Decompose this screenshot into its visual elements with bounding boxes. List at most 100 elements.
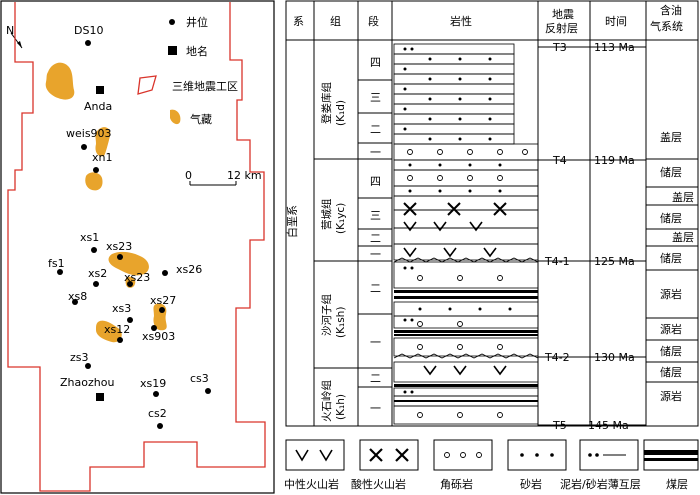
well-label: cs3: [190, 372, 209, 385]
header-reflector-1: 地震: [552, 8, 574, 21]
well-xs27: xs27: [150, 294, 176, 313]
well-label: xs19: [140, 377, 166, 390]
petroleum-label: 储层: [660, 344, 682, 358]
formation-name: 沙河子组: [320, 294, 333, 336]
legend-acid-volcanic: 酸性火山岩: [351, 477, 406, 491]
wells: DS10 weis903 xn1 xs1 fs1 xs2 xs23 xs23 x…: [48, 24, 211, 429]
well-xs3: xs3: [112, 302, 133, 323]
well-label: weis903: [66, 127, 112, 140]
well-xn1: xn1: [92, 151, 112, 173]
well-fs1: fs1: [48, 257, 65, 275]
well-xs8: xs8: [68, 290, 87, 305]
well-xs1: xs1: [80, 231, 99, 253]
reflector-name: T3: [552, 41, 567, 54]
header-lithology: 岩性: [450, 14, 472, 28]
well-DS10: DS10: [74, 24, 103, 46]
well-xs903: xs903: [142, 325, 175, 343]
reflector-labels: T3 113 Ma T4 119 Ma T4-1 125 Ma T4-2 130…: [544, 41, 635, 432]
well-label: xs26: [176, 263, 202, 276]
well-label: zs3: [70, 351, 89, 364]
sandstone-icon: [520, 453, 554, 457]
petroleum-labels: 盖层 储层 盖层 储层 盖层 储层 源岩 源岩 储层 储层 源岩: [660, 130, 694, 403]
legend-survey: 三维地震工区: [172, 80, 238, 93]
well-label: xs12: [104, 323, 130, 336]
member-label: 二: [370, 372, 381, 385]
coal-icon: [644, 450, 698, 461]
header-time: 时间: [605, 15, 627, 28]
header-reflector-2: 反射层: [545, 21, 578, 35]
header-formation: 组: [330, 14, 341, 28]
member-label: 三: [370, 209, 381, 222]
well-xs26: xs26: [162, 263, 202, 276]
reflector-name: T4: [552, 154, 567, 167]
well-xs12: xs12: [104, 323, 130, 343]
north-arrow-icon: N: [6, 24, 23, 49]
lithology-column: [393, 43, 539, 425]
member-label: 一: [370, 402, 381, 415]
reflector-name: T4-1: [544, 255, 570, 268]
member-label: 一: [370, 336, 381, 349]
formation-labels: 登娄库组 (K₁d) 营城组 (K₁yc) 沙河子组 (K₁sh) 火石岭组 (…: [320, 82, 347, 422]
system-label: 白垩系: [285, 205, 299, 238]
well-xs23-b: xs23: [124, 271, 150, 287]
well-label: xs1: [80, 231, 99, 244]
reflector-name: T5: [552, 419, 567, 432]
petroleum-label: 储层: [660, 165, 682, 179]
scale-zero: 0: [185, 169, 192, 182]
formation-code: (K₁d): [335, 100, 347, 126]
member-label: 二: [370, 282, 381, 295]
scale-bar: 0 12 km: [185, 169, 262, 186]
well-label: xs3: [112, 302, 131, 315]
lithology-legend: 中性火山岩 酸性火山岩 角砾岩 砂岩 泥岩/砂岩薄互层 煤层: [284, 439, 699, 491]
well-zs3: zs3: [70, 351, 91, 369]
petroleum-label: 源岩: [660, 287, 682, 301]
interbed-icon: [588, 453, 626, 457]
well-label: xn1: [92, 151, 112, 164]
map-legend: 井位 地名 三维地震工区 气藏: [137, 15, 238, 126]
legend-place: 地名: [186, 44, 208, 58]
well-label: xs903: [142, 330, 175, 343]
well-label: xs27: [150, 294, 176, 307]
well-label: cs2: [148, 407, 167, 420]
legend-coal: 煤层: [666, 478, 688, 491]
well-label: DS10: [74, 24, 103, 37]
reflector-time: 145 Ma: [588, 419, 629, 432]
legend-interbed: 泥岩/砂岩薄互层: [560, 477, 641, 491]
reflector-time: 125 Ma: [594, 255, 635, 268]
place-label: Anda: [84, 100, 112, 113]
well-label: xs2: [88, 267, 107, 280]
reflector-name: T4-2: [544, 351, 570, 364]
reflector-time: 113 Ma: [594, 41, 635, 54]
intermediate-volcanic-icon: [295, 449, 333, 462]
well-weis903: weis903: [66, 127, 112, 150]
petroleum-label: 盖层: [660, 130, 682, 144]
formation-code: (K₁h): [335, 394, 347, 420]
well-label: xs23: [106, 240, 132, 253]
breccia-icon: [444, 452, 482, 458]
member-label: 二: [370, 232, 381, 245]
strat-column: [285, 0, 699, 427]
petroleum-label: 盖层: [672, 230, 694, 244]
member-label: 二: [370, 123, 381, 136]
column-headers: 系 组 段 岩性 地震 反射层 时间 含油 气系统: [293, 3, 683, 35]
formation-name: 营城组: [320, 198, 333, 230]
well-label: xs23: [124, 271, 150, 284]
member-labels: 四 三 二 一 四 三 二 一 二 一 二 一: [370, 56, 381, 415]
legend-well: 井位: [186, 15, 208, 29]
well-xs23-a: xs23: [106, 240, 132, 260]
formation-name: 登娄库组: [320, 82, 333, 124]
map-panel: N DS10 weis903 xn1 xs1 fs1: [0, 0, 275, 494]
petroleum-label: 源岩: [660, 389, 682, 403]
formation-code: (K₁yc): [335, 203, 347, 234]
gas-reservoirs: [45, 62, 167, 343]
petroleum-label: 储层: [660, 365, 682, 379]
header-petroleum-1: 含油: [660, 3, 682, 17]
header-petroleum-2: 气系统: [650, 19, 683, 33]
scale-label: 12 km: [227, 169, 262, 182]
legend-sandstone: 砂岩: [520, 477, 542, 491]
petroleum-label: 源岩: [660, 322, 682, 336]
well-label: fs1: [48, 257, 65, 270]
member-label: 一: [370, 248, 381, 261]
petroleum-label: 储层: [660, 251, 682, 265]
petroleum-label: 盖层: [672, 190, 694, 204]
